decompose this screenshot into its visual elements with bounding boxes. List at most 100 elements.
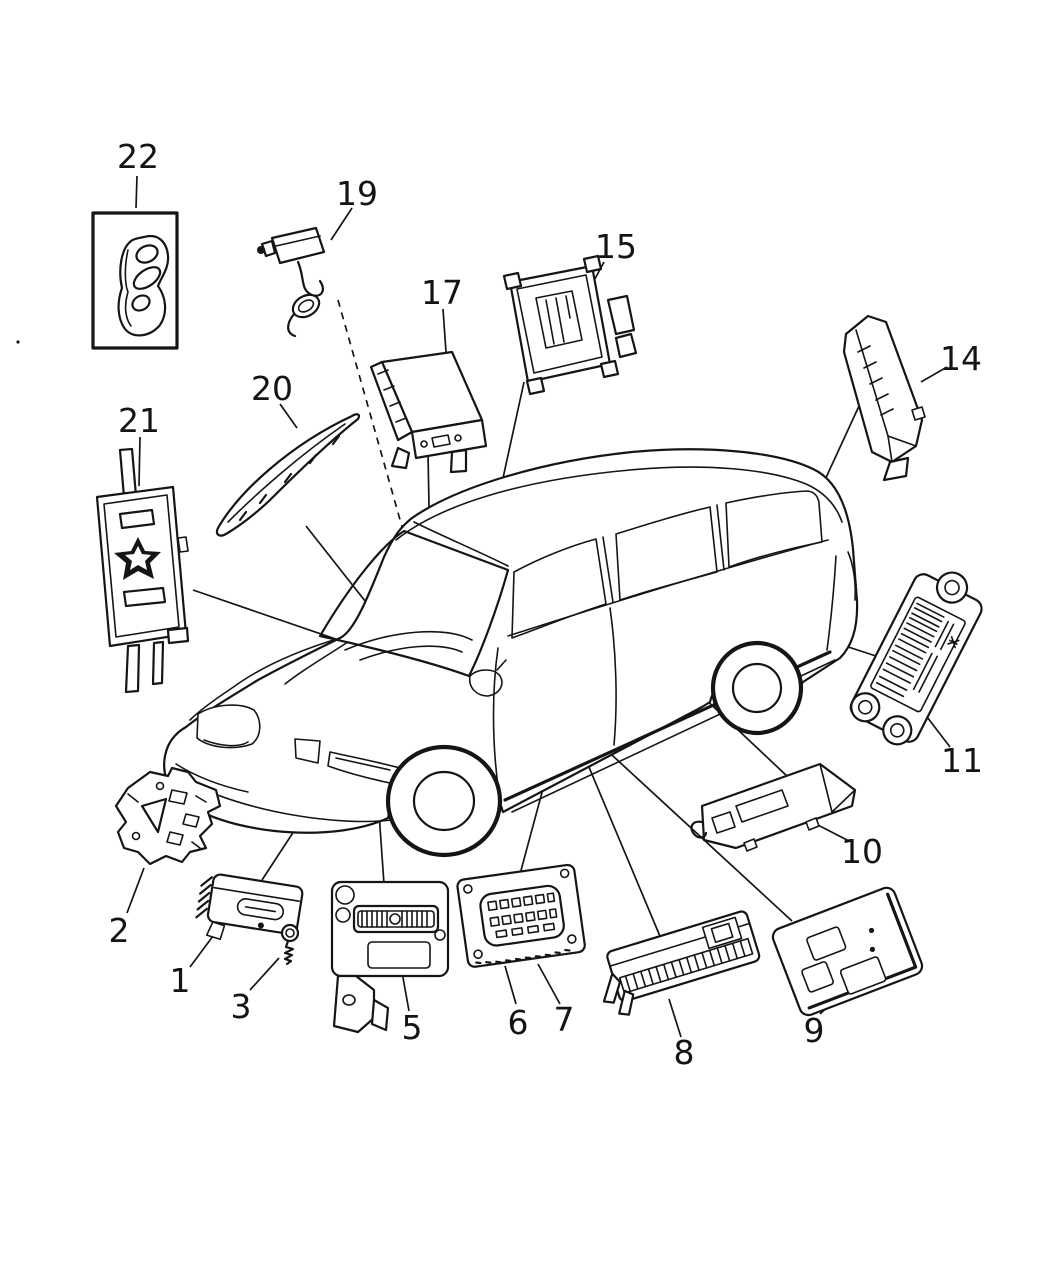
module-5-bracket bbox=[332, 974, 376, 1034]
molding-peg-1 bbox=[238, 510, 248, 522]
module-8-fin-2 bbox=[618, 989, 635, 1016]
module-6-hole-tr bbox=[559, 868, 570, 879]
part-20-windshield-molding bbox=[215, 413, 361, 537]
stray-mark bbox=[16, 340, 20, 344]
sensor-11-ear-bl-hole bbox=[857, 699, 873, 715]
module-15-connector-2 bbox=[614, 332, 638, 359]
callout-6-leader bbox=[504, 965, 517, 1005]
signal-lamp bbox=[294, 738, 321, 764]
b-pillar-seam bbox=[609, 607, 617, 746]
part-15-module bbox=[502, 254, 638, 396]
windshield bbox=[318, 529, 510, 678]
sensor-body-line bbox=[275, 235, 321, 247]
headlamp bbox=[196, 704, 261, 749]
bracket-2-hatch bbox=[127, 793, 207, 849]
fob-button-small bbox=[131, 294, 151, 312]
module-15-tab-br bbox=[599, 359, 620, 379]
module-15-tab-tr bbox=[582, 254, 603, 274]
module-15-slots bbox=[545, 295, 571, 345]
module-5-bracket-tab bbox=[370, 998, 390, 1032]
module-5-ear-1 bbox=[335, 885, 355, 905]
part-10-module bbox=[690, 762, 857, 852]
module-6-hole-tl bbox=[463, 884, 473, 894]
grille-bar bbox=[335, 757, 391, 771]
part-1-module bbox=[195, 873, 304, 941]
module-17-hole-2 bbox=[454, 434, 462, 442]
module-14-foot bbox=[882, 456, 910, 482]
part-6-7-engine-control-module bbox=[456, 863, 586, 968]
strap-hook bbox=[287, 312, 297, 338]
front-door-seam bbox=[492, 647, 499, 787]
part-8-module bbox=[602, 910, 761, 1016]
bracket-2-rect-1 bbox=[168, 789, 188, 805]
callout-1-label: 1 bbox=[170, 961, 191, 1000]
sensor-tab bbox=[260, 239, 277, 258]
module-10-slot-2 bbox=[711, 811, 736, 834]
bumper-corner-line bbox=[175, 763, 249, 793]
callout-11-leader bbox=[923, 712, 951, 748]
module-slot-top bbox=[118, 508, 156, 530]
module-14-hatch bbox=[857, 345, 894, 416]
callout-9-label: 9 bbox=[804, 1011, 825, 1050]
callout-2-label: 2 bbox=[109, 911, 130, 950]
front-wheel-hub bbox=[412, 770, 476, 832]
module-15-tab-tl bbox=[502, 271, 523, 291]
legend-box bbox=[91, 211, 179, 350]
module-9-dot-1 bbox=[868, 927, 875, 934]
callout-5-leader bbox=[401, 971, 410, 1012]
part-11-impact-sensor bbox=[849, 571, 983, 746]
module-17-foot-left bbox=[390, 446, 411, 470]
module-6-pads-row2 bbox=[489, 908, 558, 927]
wiper-arc-2 bbox=[359, 645, 463, 661]
rear-lamp-line bbox=[847, 551, 857, 601]
module-5-center-screw bbox=[389, 913, 401, 925]
headlamp-inner bbox=[203, 739, 249, 747]
callout-3-label: 3 bbox=[231, 987, 252, 1026]
module-9-thick-edge bbox=[807, 892, 918, 1010]
module-15-tab-bl bbox=[525, 376, 546, 396]
module-10-foot-1 bbox=[743, 838, 758, 852]
callout-3-leader bbox=[249, 957, 280, 991]
part-9-module bbox=[771, 886, 924, 1017]
module-slot-bottom bbox=[122, 586, 167, 608]
sensor-body bbox=[270, 226, 326, 265]
module-17-hatch bbox=[377, 369, 407, 423]
module-1-ribs bbox=[195, 876, 213, 919]
module-side-tab bbox=[177, 536, 189, 553]
module-17-hole-1 bbox=[420, 440, 428, 448]
module-8-fin-1 bbox=[602, 972, 622, 1004]
screw-shank bbox=[283, 939, 295, 966]
molding-peg-5 bbox=[331, 434, 341, 446]
module-1-foot bbox=[205, 921, 226, 941]
part-5-pcm-with-bracket bbox=[330, 880, 450, 1034]
module-1-dot bbox=[257, 922, 264, 929]
hood-crease bbox=[284, 641, 349, 685]
minivan-body bbox=[16, 340, 859, 858]
module-9-body bbox=[771, 886, 924, 1017]
sensor-11-barcode bbox=[875, 602, 945, 698]
module-6-pads-row3 bbox=[495, 922, 556, 939]
sensor-11-ear-top bbox=[935, 571, 969, 604]
callout-21-label: 21 bbox=[118, 401, 160, 440]
callout-20-leader bbox=[279, 403, 298, 429]
module-14-edge2 bbox=[887, 435, 917, 447]
screw-head-inner bbox=[285, 928, 295, 938]
callout-8-label: 8 bbox=[674, 1033, 695, 1072]
module-foot-tab bbox=[166, 626, 190, 645]
beltline bbox=[507, 539, 829, 637]
callout-19-label: 19 bbox=[336, 174, 378, 213]
module-10-hook bbox=[690, 820, 708, 839]
callout-17-leader bbox=[442, 308, 447, 353]
callout-7-leader bbox=[537, 963, 561, 1005]
bracket-2-triangle-hole bbox=[140, 797, 168, 834]
module-14-body bbox=[842, 314, 924, 464]
module-5-side-screw bbox=[434, 929, 446, 941]
bracket-2-rect-2 bbox=[182, 813, 200, 828]
sensor-11-ear-top-hole bbox=[944, 579, 960, 596]
quarter-window bbox=[725, 490, 823, 568]
module-14-tab bbox=[911, 406, 926, 421]
part-19-sensor bbox=[257, 226, 326, 338]
